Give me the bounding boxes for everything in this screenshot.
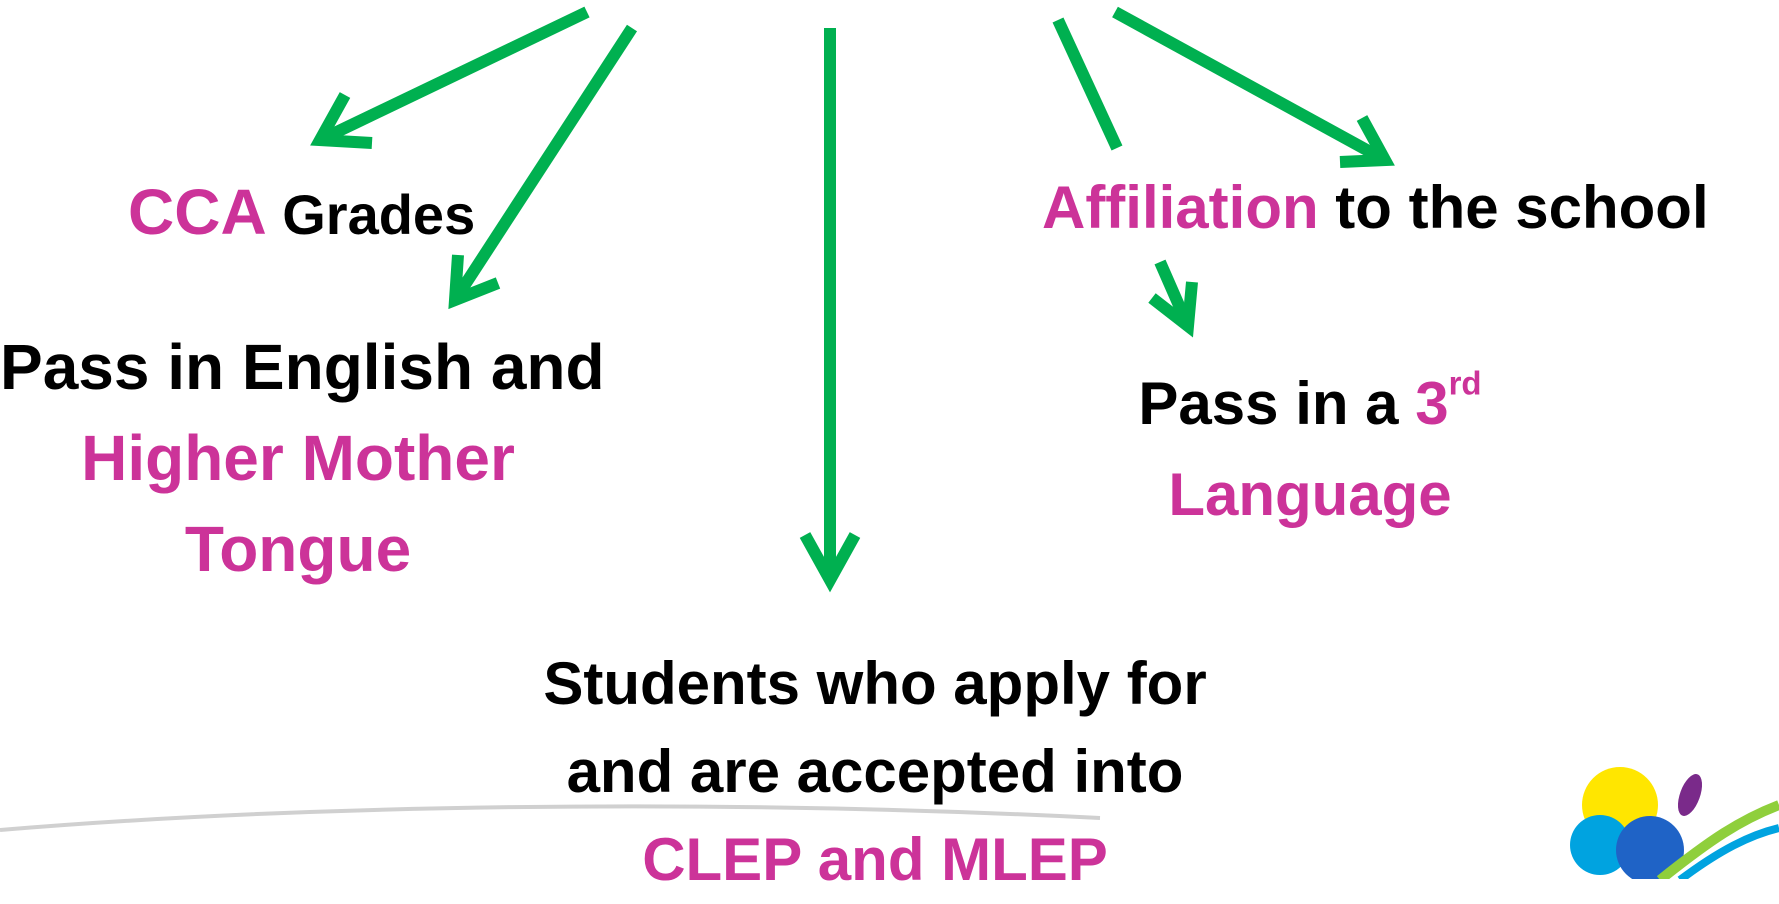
- arrow-to-cca: [317, 6, 590, 146]
- connector-line: [1052, 17, 1123, 151]
- arrow-to-affiliation: [1112, 6, 1388, 166]
- students-line1: Students who apply for: [543, 650, 1207, 717]
- third-language-label: Pass in a 3rd Language: [1110, 358, 1510, 540]
- english-line1: Pass in English and: [0, 331, 605, 403]
- arrow-to-affiliation-head: [1339, 115, 1395, 168]
- third-language-line1: Pass in a 3rd: [1110, 358, 1510, 449]
- affiliation-label: Affiliation to the school: [1042, 178, 1709, 238]
- arrow-to-english-head: [448, 254, 501, 310]
- third-language-line2: Language: [1168, 461, 1452, 528]
- affiliation-highlight: Affiliation: [1042, 174, 1319, 241]
- third-highlight: 3: [1415, 370, 1449, 437]
- arrows-layer: [310, 6, 1395, 593]
- arrow-to-students-head: [799, 532, 861, 593]
- diagram-canvas: CCA Grades Pass in English and Higher Mo…: [0, 6, 1779, 893]
- decorative-swoosh: [0, 804, 1101, 832]
- students-line2: and are accepted into: [566, 738, 1184, 805]
- english-line2: Higher Mother: [81, 422, 515, 494]
- students-label: Students who apply for and are accepted …: [450, 640, 1300, 904]
- affiliation-rest: to the school: [1318, 174, 1709, 241]
- arrow-to-cca-head: [310, 92, 373, 149]
- english-hmt-label: Pass in English and Higher Mother Tongue: [0, 322, 605, 595]
- arrow-to-english: [449, 24, 638, 304]
- cca-rest: Grades: [266, 183, 476, 246]
- third-sup: rd: [1448, 364, 1482, 402]
- cca-highlight: CCA: [128, 176, 267, 248]
- logo-splash-icon: [1570, 767, 1779, 879]
- third-prefix: Pass in a: [1138, 370, 1416, 437]
- arrow-to-third-language-head: [1148, 281, 1198, 338]
- english-line3: Tongue: [184, 513, 412, 585]
- cca-grades-label: CCA Grades: [128, 180, 475, 244]
